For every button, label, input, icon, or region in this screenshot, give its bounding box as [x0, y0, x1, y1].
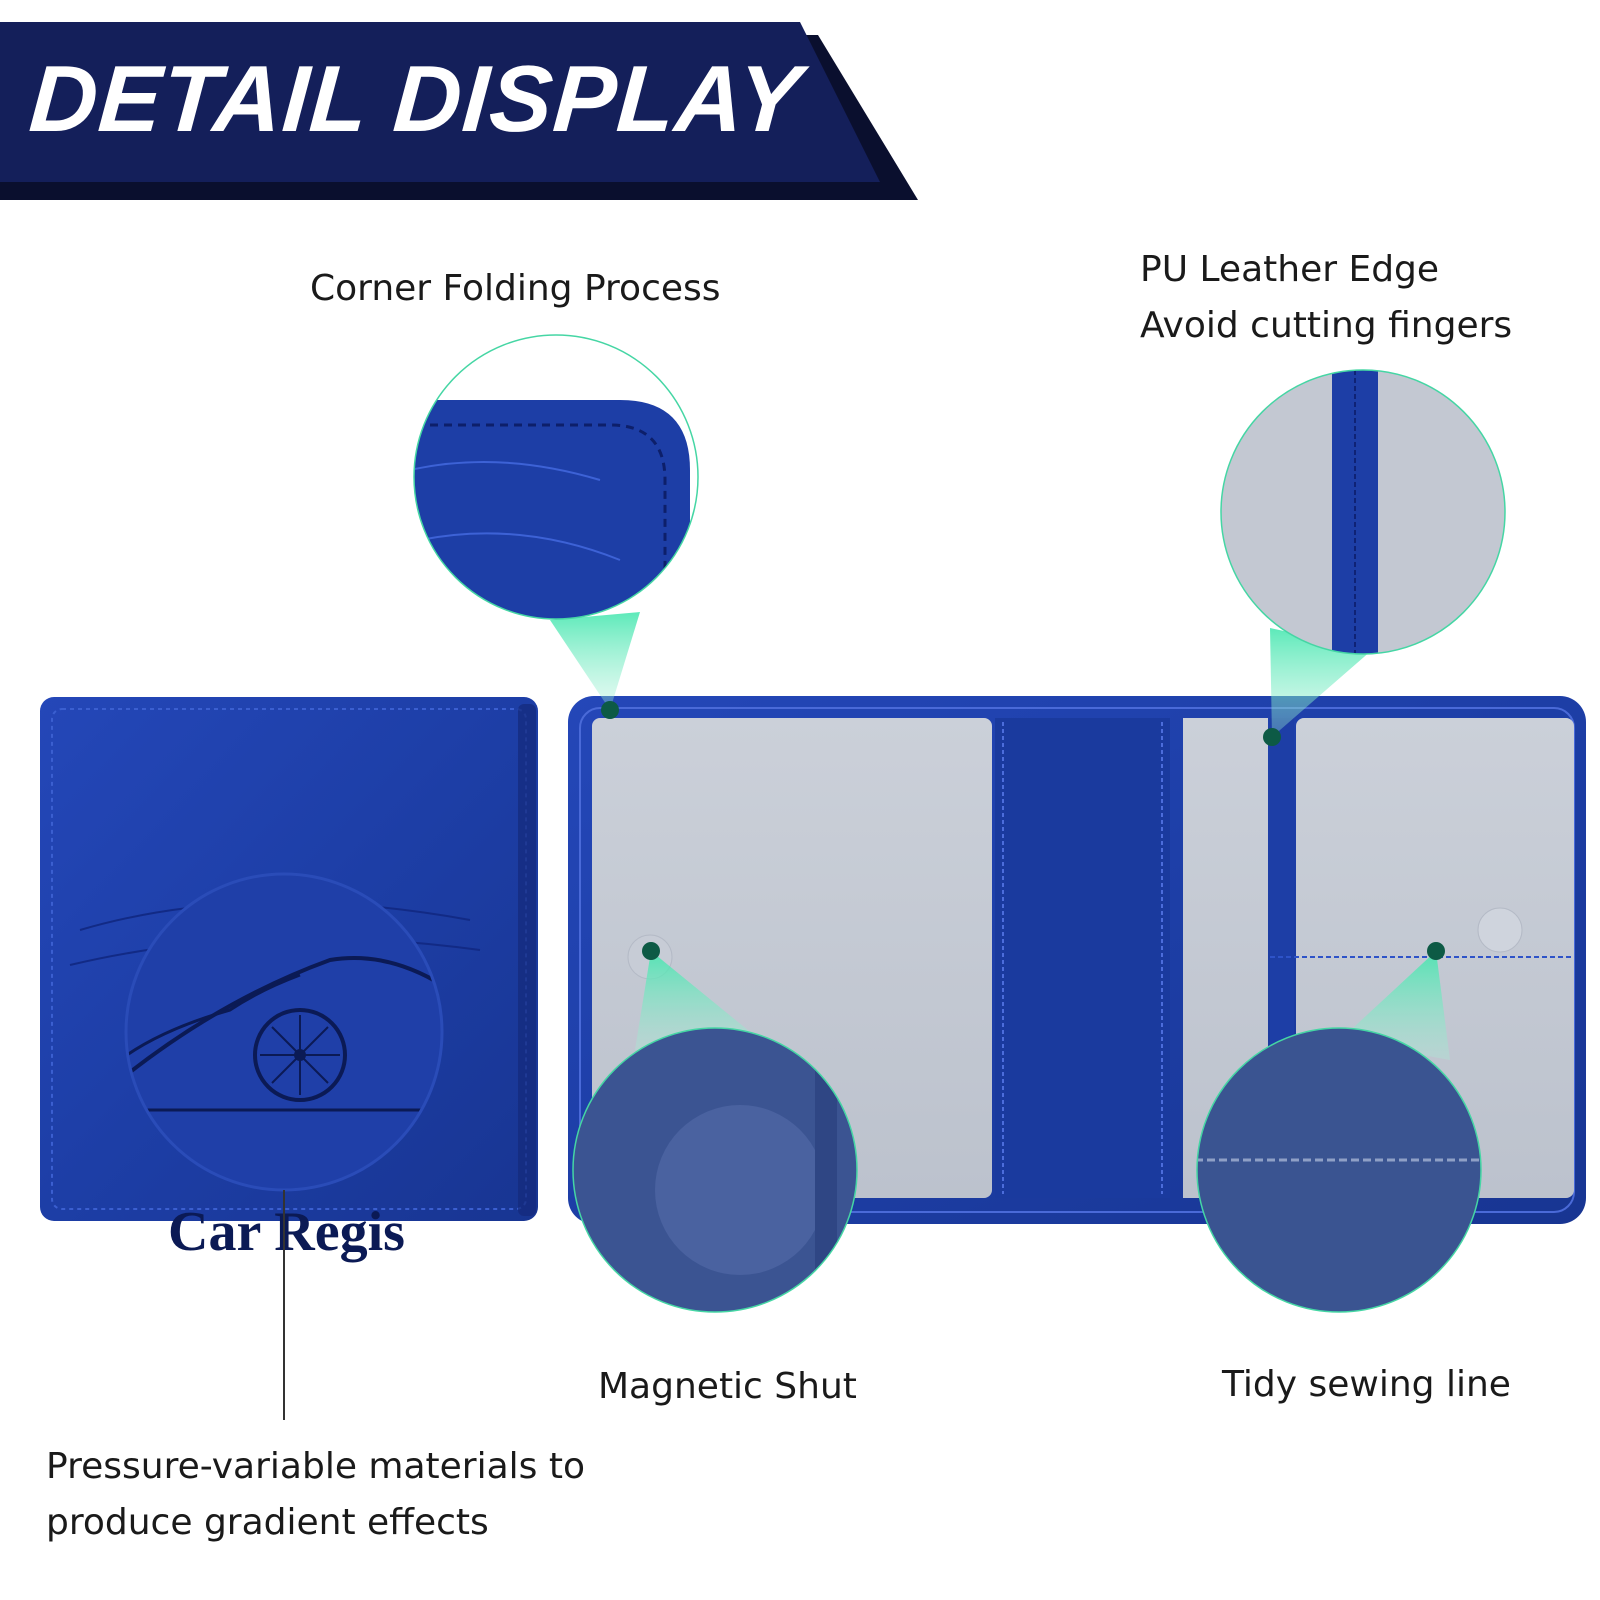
sewing-zoom-circle	[1196, 1027, 1482, 1313]
edge-caption-line2: Avoid cutting fingers	[1140, 305, 1513, 346]
sewing-caption: Tidy sewing line	[1222, 1364, 1511, 1405]
title-banner: DETAIL DISPLAY	[0, 0, 1600, 210]
callout-pins	[601, 701, 1445, 960]
pressure-caption-line1: Pressure-variable materials to	[46, 1446, 586, 1487]
pressure-caption-line2: produce gradient effects	[46, 1502, 489, 1543]
magnet-caption: Magnetic Shut	[598, 1366, 857, 1407]
corner-caption: Corner Folding Process	[310, 268, 721, 309]
emboss-zoom-circle	[124, 872, 444, 1192]
edge-caption-line1: PU Leather Edge	[1140, 249, 1440, 290]
banner-shape	[0, 22, 918, 200]
edge-zoom-circle	[1220, 369, 1506, 655]
corner-zoom-circle	[413, 334, 699, 620]
emboss-text: Car Regis	[168, 1201, 405, 1263]
magnet-zoom-circle	[572, 1027, 858, 1313]
